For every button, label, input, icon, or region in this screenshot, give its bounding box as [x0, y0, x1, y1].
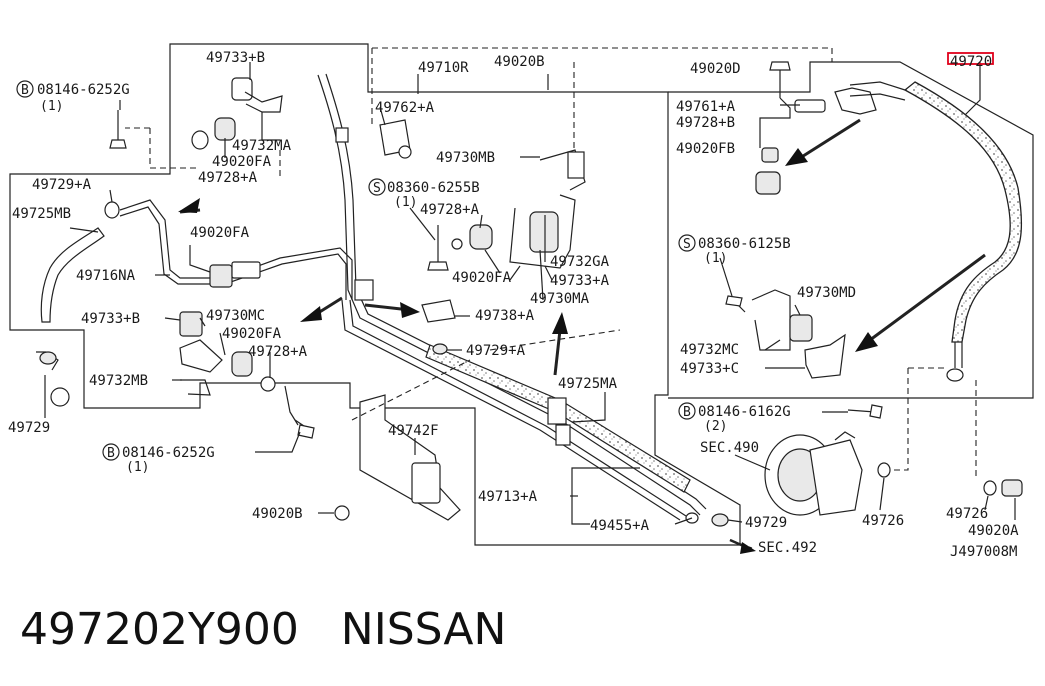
label-49020fa-1[interactable]: 49020FA	[212, 154, 272, 170]
label-49728a-mid[interactable]: 49728+A	[420, 202, 480, 218]
label-49730mc[interactable]: 49730MC	[206, 308, 265, 324]
circle-markers: B S S B B	[16, 80, 696, 461]
part-number-text: 497202Y900	[20, 604, 299, 655]
label-qty-1-a: (1)	[40, 99, 63, 114]
label-j497008m: J497008M	[950, 544, 1017, 560]
label-49455a[interactable]: 49455+A	[590, 518, 650, 534]
label-49720[interactable]: 49720	[950, 54, 992, 70]
label-49738a[interactable]: 49738+A	[475, 308, 535, 324]
label-49732ma[interactable]: 49732MA	[232, 138, 292, 154]
label-49710r[interactable]: 49710R	[418, 60, 469, 76]
label-49729-low[interactable]: 49729	[745, 515, 787, 531]
label-49733a[interactable]: 49733+A	[550, 273, 610, 289]
circle-s-marker-2: S	[683, 237, 691, 252]
label-49728b[interactable]: 49728+B	[676, 115, 735, 131]
label-08360-6255b[interactable]: 08360-6255B	[387, 180, 480, 196]
highlight-box	[947, 52, 994, 65]
label-qty-1-c: (1)	[704, 251, 727, 266]
label-08146-6252g-b[interactable]: 08146-6252G	[122, 445, 215, 461]
footer-caption: 497202Y900 NISSAN	[20, 600, 1020, 660]
label-49728a-low[interactable]: 49728+A	[248, 344, 308, 360]
label-49726-right[interactable]: 49726	[946, 506, 988, 522]
label-qty-2: (2)	[704, 419, 727, 434]
label-49726-mid[interactable]: 49726	[862, 513, 904, 529]
frame-outlines	[9, 43, 1034, 546]
label-49733b-left[interactable]: 49733+B	[81, 311, 140, 327]
label-sec490[interactable]: SEC.490	[700, 440, 759, 456]
label-49713a[interactable]: 49713+A	[478, 489, 538, 505]
label-49733c[interactable]: 49733+C	[680, 361, 739, 377]
circle-b-marker-2: B	[683, 405, 691, 420]
label-49732mb[interactable]: 49732MB	[89, 373, 148, 389]
leader-lines	[44, 62, 1016, 549]
label-49020fb[interactable]: 49020FB	[676, 141, 735, 157]
label-49730md[interactable]: 49730MD	[797, 285, 856, 301]
label-49730mb[interactable]: 49730MB	[436, 150, 495, 166]
circle-b-marker-1: B	[21, 83, 29, 98]
parts	[36, 61, 1023, 527]
label-sec492[interactable]: SEC.492	[758, 540, 817, 556]
label-49728a-left[interactable]: 49728+A	[198, 170, 258, 186]
circle-s-marker-1: S	[373, 181, 381, 196]
label-49761a[interactable]: 49761+A	[676, 99, 736, 115]
label-qty-1-b: (1)	[394, 195, 417, 210]
label-49742f[interactable]: 49742F	[388, 423, 439, 439]
label-49730ma[interactable]: 49730MA	[530, 291, 590, 307]
label-08146-6252g-a[interactable]: 08146-6252G	[37, 82, 130, 98]
label-49020b-top[interactable]: 49020B	[494, 54, 545, 70]
label-49020fa-4[interactable]: 49020FA	[222, 326, 282, 342]
label-49732mc[interactable]: 49732MC	[680, 342, 739, 358]
label-49733b-top[interactable]: 49733+B	[206, 50, 265, 66]
label-qty-1-d: (1)	[126, 460, 149, 475]
label-49725ma[interactable]: 49725MA	[558, 376, 618, 392]
label-49020d[interactable]: 49020D	[690, 61, 741, 77]
label-49020fa-3[interactable]: 49020FA	[452, 270, 512, 286]
label-08146-6162g[interactable]: 08146-6162G	[698, 404, 791, 420]
label-49762a[interactable]: 49762+A	[375, 100, 435, 116]
label-49020b-low[interactable]: 49020B	[252, 506, 303, 522]
arrows	[178, 118, 986, 554]
label-49725mb[interactable]: 49725MB	[12, 206, 71, 222]
part-labels: 49733+B 08146-6252G (1) 49710R 49020B 49…	[8, 50, 1019, 560]
label-49732ga[interactable]: 49732GA	[550, 254, 610, 270]
brand-text: NISSAN	[340, 604, 507, 655]
label-49020a[interactable]: 49020A	[968, 523, 1019, 539]
label-49729a-mid[interactable]: 49729+A	[466, 343, 526, 359]
circle-b-marker-3: B	[107, 446, 115, 461]
hose-lines	[40, 73, 1023, 521]
label-08360-6125b[interactable]: 08360-6125B	[698, 236, 791, 252]
label-49729-left[interactable]: 49729	[8, 420, 50, 436]
label-49716na[interactable]: 49716NA	[76, 268, 136, 284]
label-49020fa-2[interactable]: 49020FA	[190, 225, 250, 241]
label-49729a-left[interactable]: 49729+A	[32, 177, 92, 193]
